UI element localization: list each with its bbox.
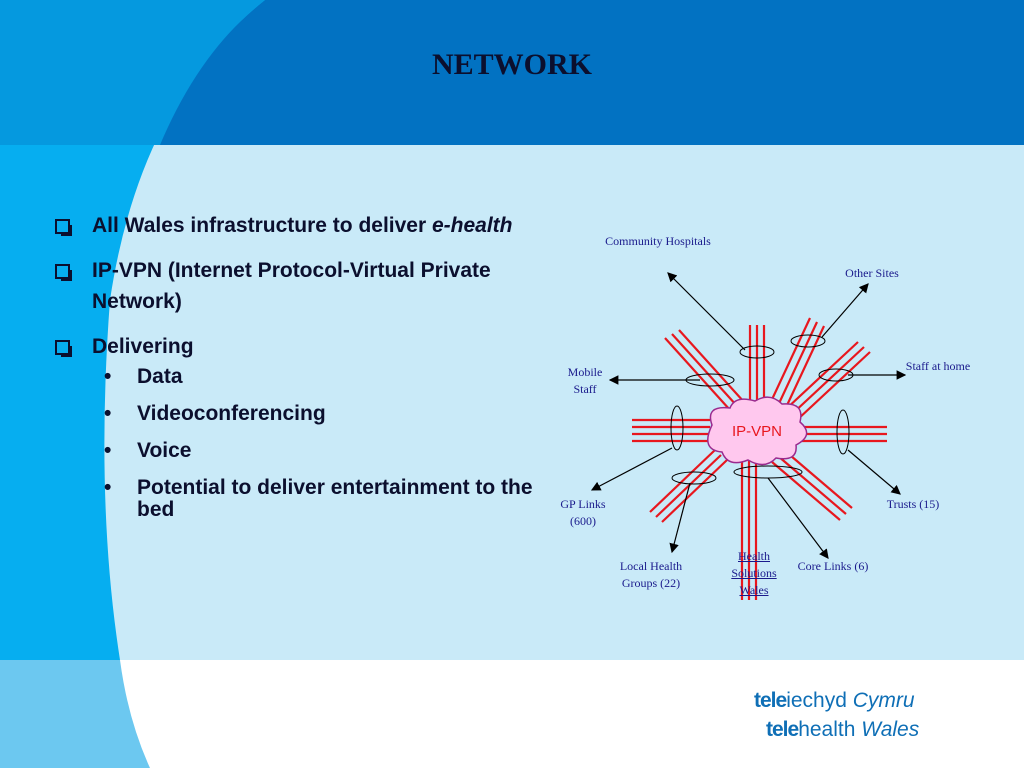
footer-band bbox=[0, 660, 1024, 768]
bullet-item: IP-VPN (Internet Protocol-Virtual Privat… bbox=[52, 255, 552, 317]
bullet-item: All Wales infrastructure to deliver e-he… bbox=[52, 210, 552, 241]
ellipse-lower-left bbox=[671, 471, 717, 485]
sub-bullet-text: Potential to deliver entertainment to th… bbox=[137, 476, 533, 521]
left-cyan-curve bbox=[0, 0, 265, 660]
label-other-sites: Other Sites bbox=[845, 266, 899, 280]
sub-bullet-item: • Data bbox=[52, 366, 552, 388]
sub-bullet-item: • Voice bbox=[52, 440, 552, 462]
bullet-item: Delivering bbox=[52, 331, 552, 362]
arrow-local-health bbox=[669, 482, 691, 554]
red-link-bundles bbox=[632, 317, 887, 600]
ellipse-bottom bbox=[733, 465, 803, 479]
ip-vpn-cloud bbox=[707, 396, 808, 466]
arrow-core bbox=[767, 477, 829, 559]
dot-bullet-icon: • bbox=[104, 402, 112, 425]
sub-bullet-text: Videoconferencing bbox=[137, 402, 326, 425]
sub-bullet-item: • Potential to deliver entertainment to … bbox=[52, 477, 552, 521]
square-bullet-icon bbox=[55, 219, 72, 236]
label-community-hospitals: Community Hospitals bbox=[605, 234, 711, 248]
dot-bullet-icon: • bbox=[104, 439, 112, 462]
label-core-links: Core Links (6) bbox=[797, 559, 869, 573]
bullet-list: All Wales infrastructure to deliver e-he… bbox=[52, 210, 552, 527]
cloud-label: IP-VPN bbox=[732, 423, 782, 440]
link-bundle-right-upper bbox=[784, 341, 871, 421]
label-mobile-staff: Mobile Staff bbox=[567, 365, 603, 396]
header-curve bbox=[0, 0, 265, 145]
link-bundle-lower-left bbox=[649, 449, 728, 523]
dot-bullet-icon: • bbox=[104, 476, 112, 499]
arrow-gp bbox=[590, 447, 673, 491]
arrow-trusts bbox=[847, 449, 901, 495]
logo-line-welsh: teleiechyd Cymru bbox=[754, 689, 915, 712]
arrow-other-sites bbox=[821, 283, 869, 338]
ellipse-left bbox=[670, 405, 684, 451]
link-bundle-upper-left bbox=[664, 329, 745, 411]
ellipse-right bbox=[836, 409, 850, 455]
footer-curve bbox=[0, 660, 150, 768]
sub-bullet-item: • Videoconferencing bbox=[52, 403, 552, 425]
sub-bullet-text: Voice bbox=[137, 439, 192, 462]
label-gp-links: GP Links (600) bbox=[560, 497, 606, 528]
bullet-text: IP-VPN (Internet Protocol-Virtual Privat… bbox=[92, 259, 491, 313]
link-bundle-lower-right bbox=[771, 449, 853, 521]
slide-title: NETWORK bbox=[431, 48, 593, 81]
sub-bullet-text: Data bbox=[137, 365, 183, 388]
bullet-text-italic: e-health bbox=[431, 214, 513, 237]
bullet-text: All Wales infrastructure to deliver bbox=[92, 214, 432, 237]
link-bundle-top bbox=[748, 325, 766, 410]
label-trusts: Trusts (15) bbox=[886, 497, 940, 511]
logo-line-english: telehealth Wales bbox=[766, 718, 920, 741]
label-health-solutions-wales[interactable]: Health Solutions Wales bbox=[731, 549, 777, 597]
link-bundle-upper-right bbox=[767, 317, 825, 417]
telehealth-logo: teleiechyd Cymru telehealth Wales bbox=[754, 686, 919, 744]
square-bullet-icon bbox=[55, 340, 72, 357]
bullet-text: Delivering bbox=[92, 335, 194, 358]
label-staff-at-home: Staff at home bbox=[905, 359, 971, 373]
link-bundle-right bbox=[800, 425, 887, 443]
ellipse-top bbox=[739, 345, 775, 359]
link-bundle-bottom bbox=[740, 460, 758, 600]
dot-bullet-icon: • bbox=[104, 365, 112, 388]
connection-arrows bbox=[590, 272, 907, 559]
ellipse-upper-right bbox=[790, 334, 826, 348]
square-bullet-icon bbox=[55, 264, 72, 281]
arrow-community bbox=[667, 272, 746, 351]
label-local-health-groups: Local Health Groups (22) bbox=[619, 559, 683, 590]
